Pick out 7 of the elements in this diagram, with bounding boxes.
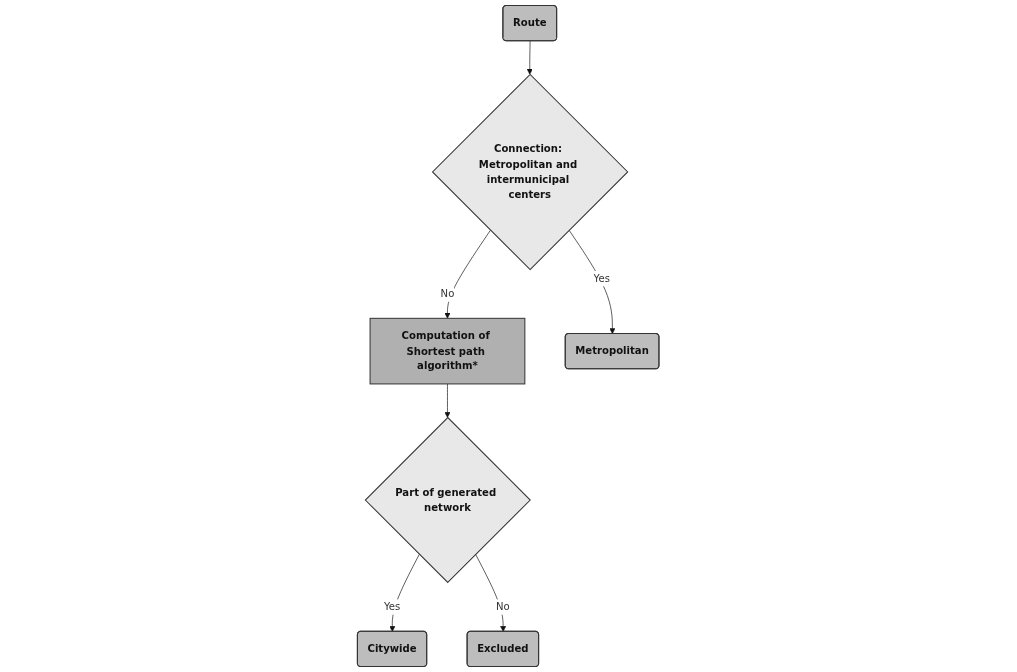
- node-box: Computation of Shortest path algorithm*: [369, 317, 526, 385]
- edge-label: No: [440, 287, 455, 300]
- edge-label: Yes: [593, 272, 611, 285]
- node-diamond: Part of generated network: [364, 416, 532, 584]
- edge-label: No: [496, 600, 511, 613]
- edge-label: Yes: [384, 600, 401, 613]
- node-diamond: Connection: Metropolitan and intermunicipal centers: [432, 73, 629, 271]
